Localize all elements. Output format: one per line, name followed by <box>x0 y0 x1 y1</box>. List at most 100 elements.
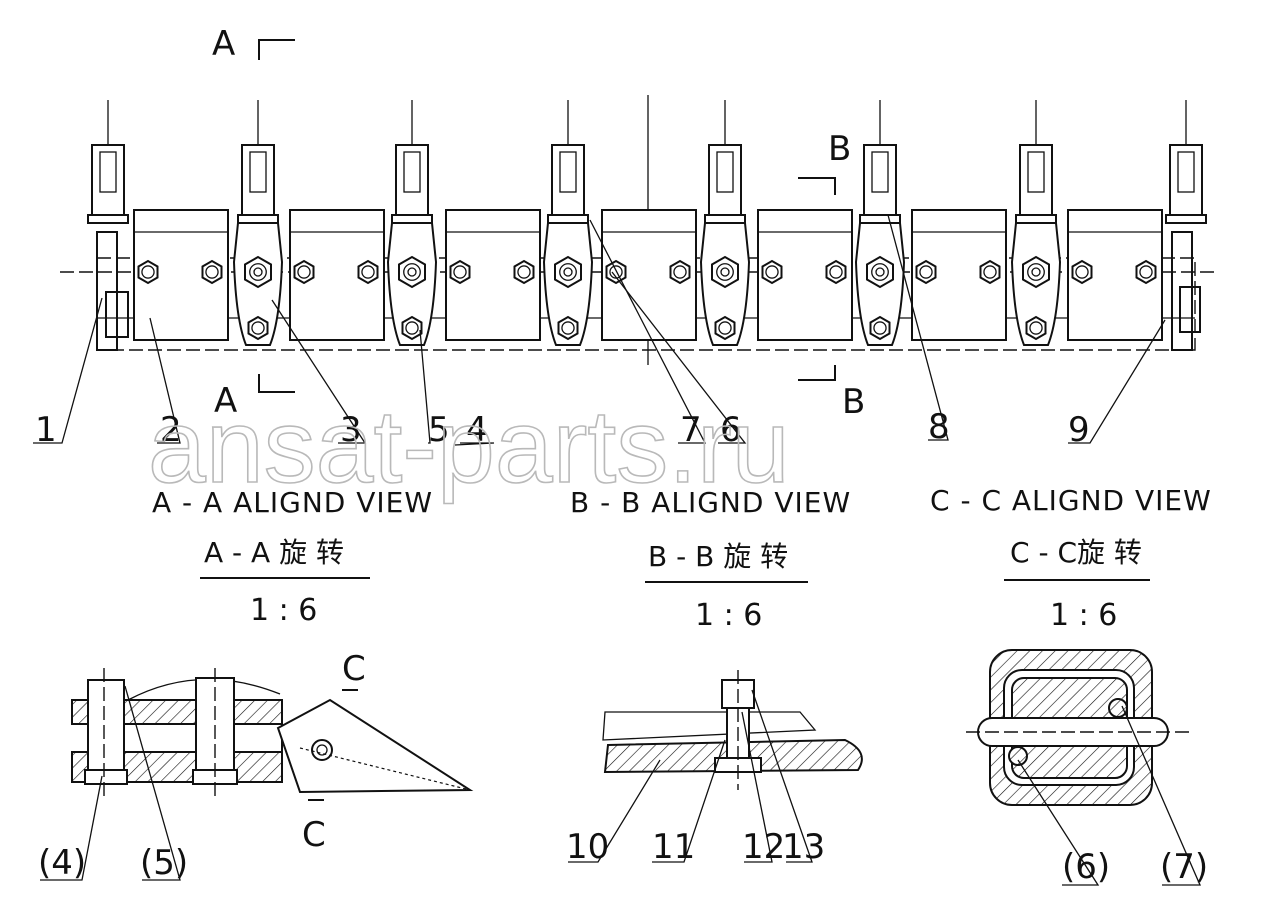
main-assembly-view: A A B B 1 2 3 5 4 7 6 8 9 <box>33 24 1215 450</box>
detail-view-a: C C (4) (5) <box>38 649 474 883</box>
segment-nut-left-hex <box>449 259 471 285</box>
edge-segment <box>445 209 541 341</box>
segment-nut-left-hex <box>137 259 159 285</box>
bracket-lower-nut-washer <box>405 321 419 335</box>
bracket-slot <box>559 151 577 193</box>
bracket-lower-nut-hex <box>714 315 736 341</box>
bolt-4-nut <box>84 769 128 785</box>
bracket-main-nut <box>554 255 582 289</box>
bracket-shank <box>1169 144 1203 218</box>
segment-nut-right <box>513 259 535 285</box>
view-a-title-en: A - A ALIGND VIEW <box>152 486 433 519</box>
bracket-collar <box>1015 214 1057 224</box>
section-a-label-top: A <box>212 24 235 64</box>
detail-c-label-7: (7) <box>1160 847 1208 887</box>
bracket-shank <box>863 144 897 218</box>
edge-segment <box>757 209 853 341</box>
leader-13 <box>751 689 813 863</box>
section-b-bottom-marker <box>798 365 836 381</box>
section-a-top-marker <box>258 39 295 60</box>
detail-b-label-13: 13 <box>782 827 825 867</box>
tooth-pin <box>311 739 333 761</box>
bracket-main-nut-washer <box>716 263 734 281</box>
end-clamp-right <box>1179 286 1201 333</box>
end-clamp-left <box>105 291 129 338</box>
bracket-shank <box>1019 144 1053 218</box>
view-a-title-cn: A - A 旋 转 <box>204 536 344 569</box>
segment-nut-right-washer <box>517 265 531 279</box>
bracket-shank <box>241 144 275 218</box>
bracket-shank <box>551 144 585 218</box>
mounting-bracket <box>386 100 438 346</box>
segment-nut-left-washer <box>919 265 933 279</box>
bracket-main-nut <box>244 255 272 289</box>
leader-7 <box>1121 705 1201 886</box>
callout-7: 7 <box>680 410 702 450</box>
mounting-bracket <box>699 100 751 346</box>
section-b-label-top: B <box>828 129 851 169</box>
bracket-plate <box>386 222 438 346</box>
segment-nut-right <box>357 259 379 285</box>
bracket-plate <box>854 222 906 346</box>
segment-nut-right-washer <box>829 265 843 279</box>
segment-nut-right-hex <box>1135 259 1157 285</box>
segment-nut-right <box>669 259 691 285</box>
bracket-collar <box>859 214 901 224</box>
segment-body <box>1067 209 1163 341</box>
bracket-main-nut <box>398 255 426 289</box>
bracket-bolt-center <box>720 267 730 277</box>
mounting-bracket <box>542 100 594 346</box>
bracket-main-nut-washer <box>871 263 889 281</box>
segment-nut-left <box>449 259 471 285</box>
segment-nut-left-washer <box>297 265 311 279</box>
bracket-main-nut <box>1022 255 1050 289</box>
detail-a-label-5: (5) <box>140 843 188 883</box>
view-b-title-cn: B - B 旋 转 <box>648 540 788 573</box>
leader-5 <box>124 685 181 881</box>
bracket-slot <box>99 151 117 193</box>
end-bit-tooth <box>276 698 474 794</box>
bracket-bolt-center <box>563 267 573 277</box>
bracket-collar <box>391 214 433 224</box>
segment-nut-left-hex <box>915 259 937 285</box>
bracket-main-nut <box>866 255 894 289</box>
bracket-slot <box>871 151 889 193</box>
bracket-bolt-center <box>1031 267 1041 277</box>
segment-body <box>757 209 853 341</box>
callout-3: 3 <box>340 410 362 450</box>
view-titles: A - A ALIGND VIEW A - A 旋 转 1 : 6 B - B … <box>152 484 1211 633</box>
detail-b-label-10: 10 <box>566 827 609 867</box>
bracket-collar <box>1165 214 1207 224</box>
section-a-label-bottom: A <box>214 381 237 421</box>
callout-4: 4 <box>466 410 488 450</box>
callout-2: 2 <box>160 410 182 450</box>
bracket-lower-nut-hex <box>557 315 579 341</box>
detail-b-label-12: 12 <box>742 827 785 867</box>
bracket-main-nut-hex <box>244 255 272 289</box>
mounting-bracket <box>854 100 906 346</box>
bracket-plate <box>232 222 284 346</box>
mounting-bracket <box>87 100 129 224</box>
segment-nut-right-washer <box>205 265 219 279</box>
segment-nut-left-hex <box>605 259 627 285</box>
part-callouts: 1 2 3 5 4 7 6 8 9 <box>35 407 1090 450</box>
retainer-6 <box>1008 746 1028 766</box>
bracket-slot <box>716 151 734 193</box>
bracket-slot <box>403 151 421 193</box>
detail-a-label-4: (4) <box>38 843 86 883</box>
segment-nut-right-washer <box>1139 265 1153 279</box>
bracket-plate <box>699 222 751 346</box>
segment-nut-right <box>1135 259 1157 285</box>
bracket-main-nut-washer <box>403 263 421 281</box>
leader-11 <box>652 739 726 863</box>
bracket-lower-nut-hex <box>247 315 269 341</box>
bracket-lower-nut-hex <box>869 315 891 341</box>
bracket-lower-nut <box>401 315 423 341</box>
bracket-main-nut-hex <box>398 255 426 289</box>
bracket-main-nut-hex <box>1022 255 1050 289</box>
segment-nut-right <box>825 259 847 285</box>
bracket-lower-nut-hex <box>401 315 423 341</box>
segment-nut-right-washer <box>673 265 687 279</box>
segment-nut-right <box>979 259 1001 285</box>
